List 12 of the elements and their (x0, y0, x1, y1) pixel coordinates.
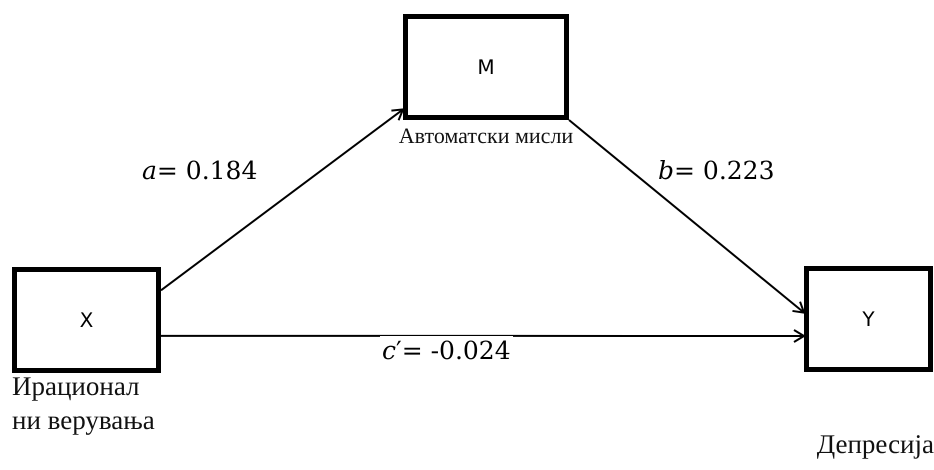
variable-symbol: M (477, 55, 495, 79)
arrow (160, 108, 404, 292)
variable-symbol: Y (862, 307, 875, 331)
variable-name: Автоматски мисли (398, 122, 574, 150)
variable-name: Ирационал ни верувања (12, 370, 156, 437)
arrow (568, 119, 805, 314)
arrow (161, 328, 805, 343)
variable-box (12, 267, 161, 373)
variable-box (403, 14, 569, 120)
variable-symbol: X (80, 308, 94, 332)
variable-name: Депресија (816, 428, 934, 461)
variable-box (804, 266, 933, 372)
